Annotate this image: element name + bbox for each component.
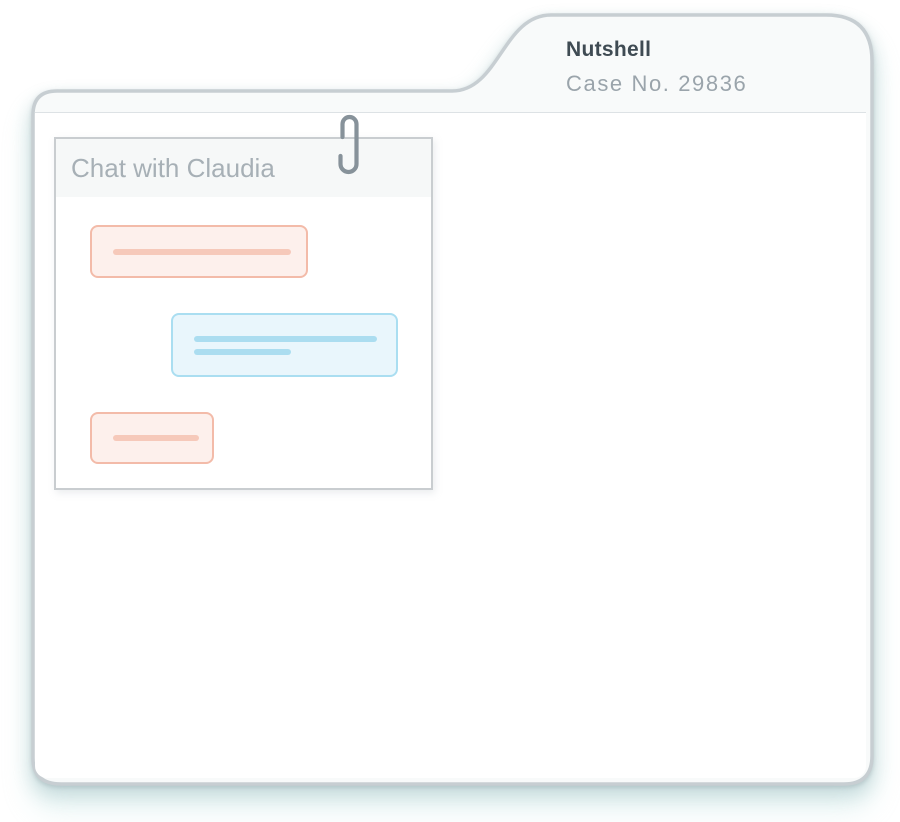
chat-message-row <box>90 313 398 377</box>
placeholder-text-line <box>194 335 377 342</box>
paperclip-icon <box>338 114 359 175</box>
chat-card-header: Chat with Claudia <box>56 139 431 197</box>
chat-bubble-incoming <box>90 412 214 464</box>
chat-messages <box>56 197 431 464</box>
folder-tab: Nutshell Case No. 29836 <box>566 38 747 97</box>
chat-message-row <box>90 412 398 464</box>
case-number-label: Case No. 29836 <box>566 71 748 96</box>
folder-tab-title: Nutshell <box>566 38 652 61</box>
chat-bubble-incoming <box>90 225 308 278</box>
placeholder-text-line <box>113 435 199 441</box>
placeholder-text-line <box>113 248 291 255</box>
chat-card-title: Chat with Claudia <box>71 152 275 183</box>
chat-bubble-outgoing <box>171 313 398 377</box>
chat-card: Chat with Claudia <box>54 137 433 490</box>
chat-message-row <box>90 225 398 278</box>
placeholder-text-line <box>194 348 291 355</box>
